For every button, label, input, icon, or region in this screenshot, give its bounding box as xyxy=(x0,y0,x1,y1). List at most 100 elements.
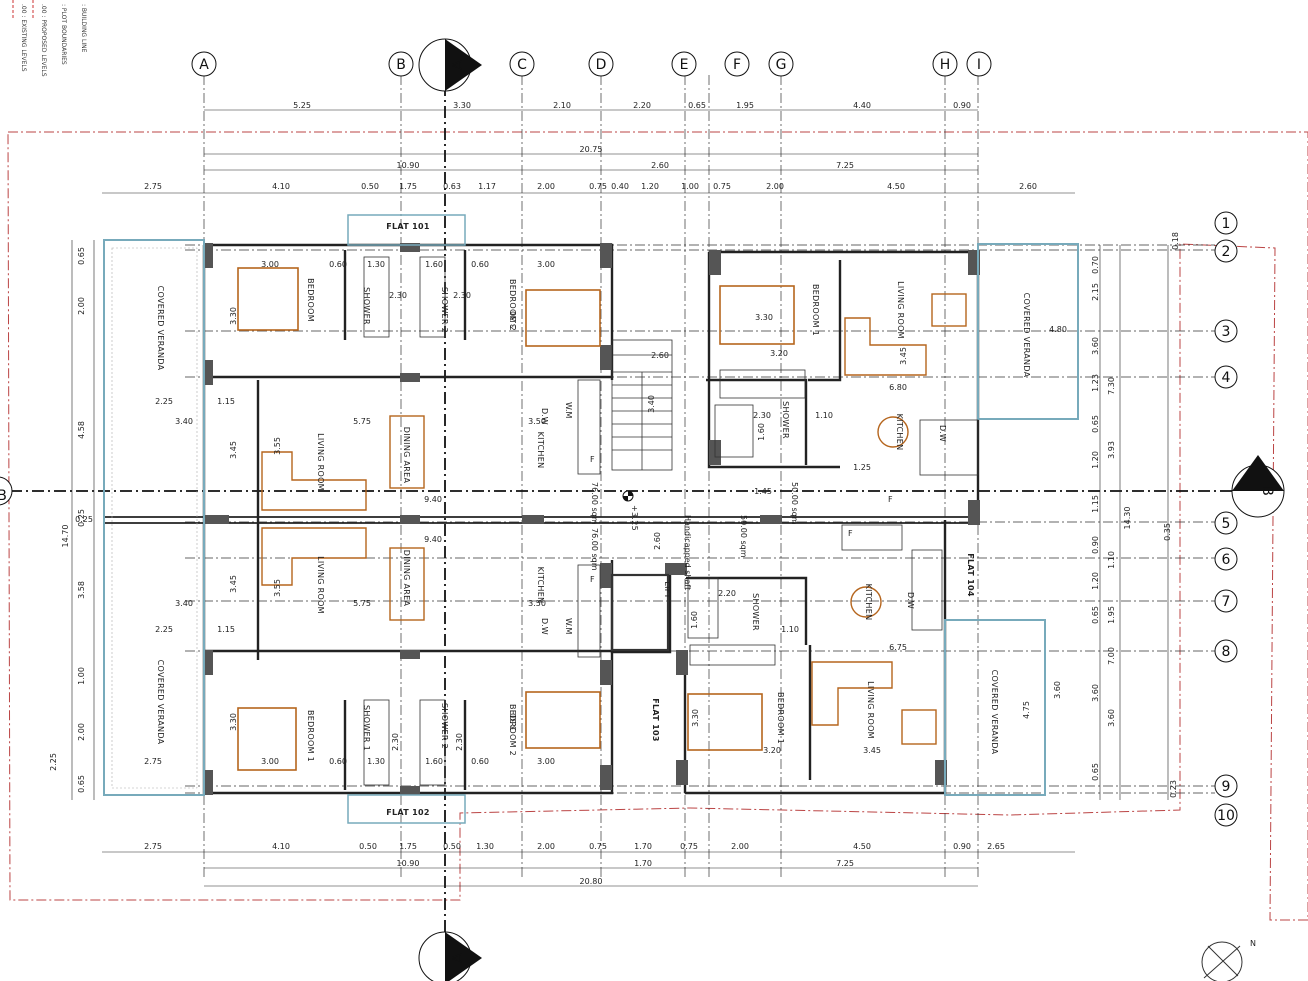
grid-row-2: 2 xyxy=(1214,239,1238,263)
dimension-label: 2.25 xyxy=(155,397,173,406)
room-label: LIVING ROOM xyxy=(866,681,875,739)
dimension-label: 2.00 xyxy=(77,297,86,315)
dimension-label: 0.65 xyxy=(688,101,706,110)
svg-text:C: C xyxy=(517,57,527,73)
dimension-label: 3.30 xyxy=(509,311,518,329)
dimension-label: 9.40 xyxy=(424,535,442,544)
columns xyxy=(204,243,980,795)
grid-row-8: 8 xyxy=(1214,639,1238,663)
dimension-lines xyxy=(71,109,1169,887)
note-label: F xyxy=(590,575,595,584)
appliance-label: D.W xyxy=(938,425,947,442)
svg-text:D: D xyxy=(596,57,607,73)
room-label: KITCHEN xyxy=(864,584,873,621)
dimension-label: 4.40 xyxy=(853,101,871,110)
dimension-label: 2.15 xyxy=(1091,283,1100,301)
dimension-label: 3.40 xyxy=(175,417,193,426)
dimension-label: 2.25 xyxy=(155,625,173,634)
dimension-label: 6.75 xyxy=(889,643,907,652)
room-label: SHOWER 2 xyxy=(440,287,449,333)
dimension-label: 3.00 xyxy=(261,260,279,269)
flat-label-103: FLAT 103 xyxy=(651,698,660,741)
svg-text:F: F xyxy=(733,57,741,73)
flat-labels: FLAT 101 FLAT 102 FLAT 103 FLAT 104 xyxy=(386,222,975,817)
dimension-label: 7.25 xyxy=(836,161,854,170)
grid-row-10: 10 xyxy=(1214,803,1238,827)
grid-row-7: 7 xyxy=(1214,589,1238,613)
room-label: SHOWER 2 xyxy=(440,703,449,749)
grid-col-d: D xyxy=(588,51,614,77)
legend-proposed: .00 : PROPOSED LEVELS xyxy=(40,4,47,77)
svg-text:H: H xyxy=(940,57,951,73)
dimension-label: 5.75 xyxy=(353,599,371,608)
dimension-label: 5.75 xyxy=(353,417,371,426)
room-label: KITCHEN xyxy=(536,567,545,604)
dimension-label: 1.70 xyxy=(634,859,652,868)
grid-bubbles: A B C D E F G H I 1 2 3 4 5 6 7 8 9 10 xyxy=(191,51,1238,827)
dimension-label: 0.75 xyxy=(589,842,607,851)
dimension-label: 0.75 xyxy=(680,842,698,851)
dimension-label: 0.25 xyxy=(75,515,93,524)
dimension-label: 3.60 xyxy=(1107,709,1116,727)
note-label: Handicapped shaft xyxy=(683,515,692,590)
dimension-label: 1.20 xyxy=(1091,572,1100,590)
dimension-label: 3.20 xyxy=(763,746,781,755)
north-label: N xyxy=(1250,939,1256,948)
grid-row-4: 4 xyxy=(1214,365,1238,389)
dimension-label: 1.10 xyxy=(781,625,799,634)
room-label: SHOWER xyxy=(781,401,790,439)
grid-col-h: H xyxy=(932,51,958,77)
dimension-label: 2.00 xyxy=(537,842,555,851)
dimension-label: 3.60 xyxy=(1091,337,1100,355)
dimension-label: 0.18 xyxy=(1171,232,1180,250)
grid-col-f: F xyxy=(724,51,750,77)
svg-text:6: 6 xyxy=(1222,552,1231,568)
dimension-label: 3.55 xyxy=(273,579,282,597)
dimension-label: 1.30 xyxy=(367,757,385,766)
dimension-label: 2.30 xyxy=(753,411,771,420)
note-label: 50.00 sqm xyxy=(790,482,799,525)
dimension-label: 3.00 xyxy=(537,260,555,269)
dimension-label: 2.00 xyxy=(537,182,555,191)
dimension-label: 2.20 xyxy=(633,101,651,110)
legend-existing: .00 : EXISTING LEVELS xyxy=(20,4,27,72)
dimension-label: 1.20 xyxy=(1091,451,1100,469)
room-label: BEDROOM 1 xyxy=(776,692,785,744)
dimension-label: 6.80 xyxy=(889,383,907,392)
dimension-label: 3.93 xyxy=(1107,441,1116,459)
dimension-label: 3.50 xyxy=(528,599,546,608)
dimension-label: 20.80 xyxy=(580,877,603,886)
appliance-labels: D.W W.M D.W W.M D.W D.W F F F F Handicap… xyxy=(540,402,947,635)
grid-row-5: 5 xyxy=(1214,511,1238,535)
dimension-label: 0.60 xyxy=(329,260,347,269)
room-label: DINING AREA xyxy=(402,550,411,607)
dimension-label: 2.20 xyxy=(718,589,736,598)
dimension-label: 2.00 xyxy=(77,723,86,741)
dimension-label: 0.60 xyxy=(471,260,489,269)
section-mark-a-bottom: A xyxy=(418,931,482,981)
dimension-label: 1.23 xyxy=(1091,374,1100,392)
verandas xyxy=(103,214,1079,824)
room-label: COVERED VERANDA xyxy=(156,286,165,371)
appliance-label: W.M xyxy=(564,618,573,635)
dimension-label: 3.30 xyxy=(229,307,238,325)
svg-text:B: B xyxy=(1259,486,1275,496)
grid-col-e: E xyxy=(671,51,697,77)
dimension-label: 1.00 xyxy=(77,667,86,685)
dimension-label: 2.30 xyxy=(455,733,464,751)
flat-label-104: FLAT 104 xyxy=(966,553,975,597)
dimension-label: 1.20 xyxy=(641,182,659,191)
sofas xyxy=(261,293,967,745)
grid-row-6: 6 xyxy=(1214,547,1238,571)
appliance-label: W.M xyxy=(564,402,573,419)
room-labels: COVERED VERANDA COVERED VERANDA BEDROOM … xyxy=(156,278,1031,762)
room-label: LIVING ROOM xyxy=(316,433,325,491)
room-label: COVERED VERANDA xyxy=(990,670,999,755)
dimension-label: 3.60 xyxy=(1091,684,1100,702)
dimension-label: 2.65 xyxy=(987,842,1005,851)
dimension-label: 1.10 xyxy=(1107,551,1116,569)
svg-text:1: 1 xyxy=(1222,216,1231,232)
dimension-label: 0.60 xyxy=(329,757,347,766)
dimension-label: 1.00 xyxy=(681,182,699,191)
